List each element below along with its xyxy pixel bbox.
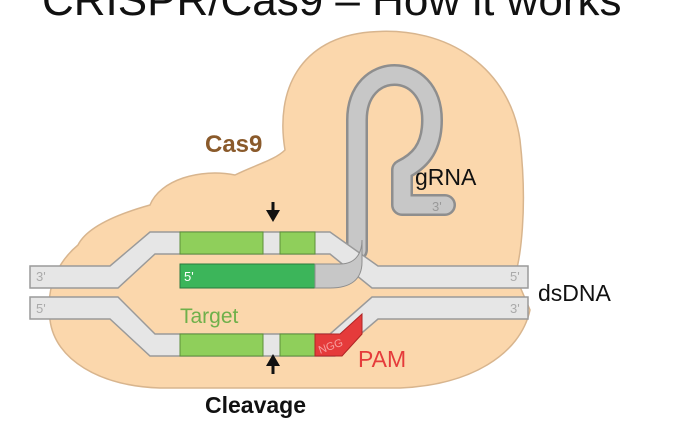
grna-label: gRNA (415, 164, 477, 190)
dna-bottom-strand (29, 296, 529, 357)
spacer-5prime-label: 5' (184, 269, 194, 284)
cleavage-arrow-top-icon (266, 210, 280, 222)
target-segment-bottom-right (279, 333, 316, 357)
cleavage-arrow-bottom-icon (266, 354, 280, 366)
bottom-strand-right-end: 3' (510, 301, 520, 316)
target-segment-top-left (179, 231, 264, 255)
cleavage-label: Cleavage (205, 392, 306, 418)
cas9-label: Cas9 (205, 131, 262, 158)
pam-label: PAM (358, 346, 406, 372)
spacer-segment (179, 263, 316, 289)
pam-segment (314, 312, 363, 357)
cleavage-arrow-bottom-shaft (271, 364, 275, 374)
page-title: CRISPR/Cas9 – How it works (42, 0, 622, 25)
top-strand-left-end: 3' (36, 269, 46, 284)
target-label: Target (180, 305, 239, 328)
grna-tail (314, 239, 363, 289)
grna-hairpin-fill (348, 66, 454, 259)
grna-3prime-label: 3' (432, 199, 442, 214)
bottom-strand-left-end: 5' (36, 301, 46, 316)
cleavage-arrow-top-shaft (271, 202, 275, 212)
dsdna-label: dsDNA (538, 280, 612, 306)
top-strand-right-end: 5' (510, 269, 520, 284)
target-segment-bottom-left (179, 333, 264, 357)
target-segment-top-right (279, 231, 316, 255)
dna-top-strand (29, 231, 529, 289)
